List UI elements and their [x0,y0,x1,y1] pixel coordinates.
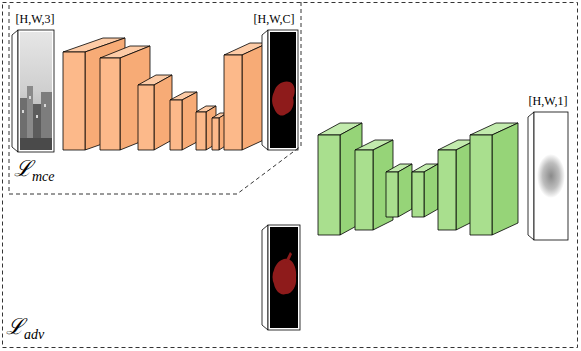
loss-symbol: ℒ [6,314,24,339]
tensor-shape-label: [H,W,3] [15,12,56,26]
dashed-border [3,3,578,348]
segmentation-input [262,225,300,330]
input-image [12,30,54,152]
confidence-map [528,112,568,240]
region-outline [8,2,302,196]
shape-label: [H,W,3] [10,8,60,27]
discriminator-blocks [318,123,518,235]
conv-block [138,75,172,150]
conv-block [224,43,268,150]
loss-label: ℒmce [14,158,55,180]
loss-subscript: mce [32,169,55,184]
region-outline [2,2,578,348]
loss-subscript: adv [24,327,44,342]
shape-label: [H,W,C] [246,8,302,27]
loss-label: ℒadv [6,316,44,338]
tensor-shape-label: [H,W,1] [528,94,569,108]
loss-region: ℒadvℒmce[H,W,3][H,W,C][H,W,1] [2,2,578,348]
loss-region: ℒmce [H,W,3] [H,W,C] [8,2,302,196]
generator-blocks [63,38,268,150]
tensor-image: [H,W,C] [246,8,302,152]
tensor-image: [H,W,3] [10,8,60,154]
segmentation-output [262,30,298,150]
conv-block [386,164,412,217]
conv-block [412,164,438,217]
loss-symbol: ℒ [14,156,32,181]
shape-label: [H,W,1] [520,90,576,109]
tensor-image: [H,W,1] [520,90,576,242]
dashed-border [9,2,301,194]
conv-block [470,123,518,235]
conv-block [170,92,197,150]
tensor-shape-label: [H,W,C] [253,12,296,26]
